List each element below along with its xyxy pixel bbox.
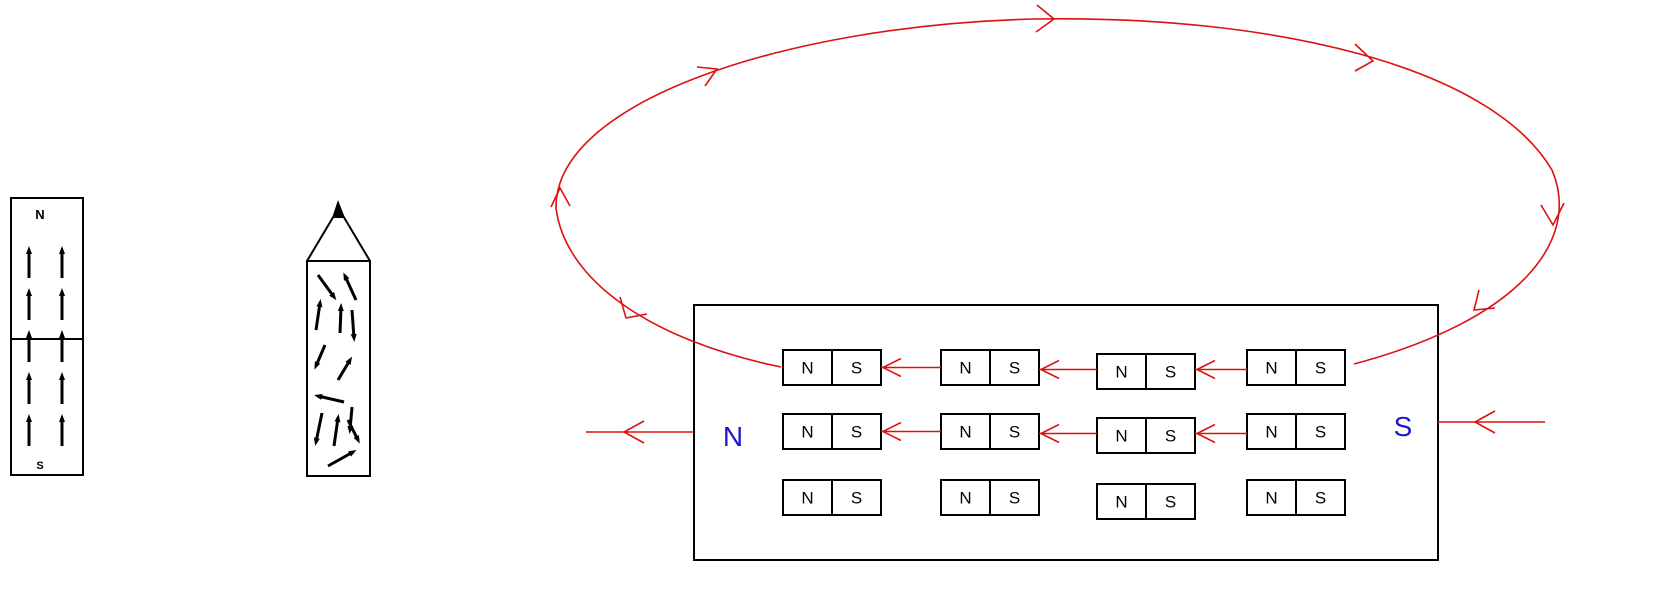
domain-magnet-south-label: S [1165, 493, 1176, 512]
domain-arrow [314, 299, 323, 331]
domain-magnet-south-label: S [1165, 363, 1176, 382]
domain-magnet-north-label: N [959, 489, 971, 508]
domain-magnet-south-label: S [1315, 359, 1326, 378]
domain-magnet-north-label: N [1115, 493, 1127, 512]
field-loop-arrow-top-center [1035, 4, 1056, 33]
domain-magnet-north-label: N [1265, 423, 1277, 442]
domain-arrow [313, 412, 324, 446]
field-loop-arrow-top-left [696, 66, 719, 87]
field-loop-arrow-left-lower [619, 296, 648, 319]
domain-arrow [337, 303, 344, 334]
field-loop-arrow-top-right [1354, 43, 1375, 72]
bar-magnet-north-label: N [35, 207, 44, 222]
domain-magnet-south-label: S [851, 423, 862, 442]
domain-link-arrow [1039, 359, 1060, 380]
bar-magnet-outline [10, 197, 84, 476]
domain-arrow [350, 309, 357, 342]
domain-arrow [332, 414, 341, 447]
aligned-domain-arrows [26, 246, 65, 446]
domain-magnet-north-label: N [1115, 363, 1127, 382]
domain-magnet-south-label: S [1009, 359, 1020, 378]
domain-arrow [314, 344, 327, 370]
domain-magnet-north-label: N [1265, 359, 1277, 378]
domain-arrow [327, 450, 357, 468]
domain-magnet-south-label: S [1009, 489, 1020, 508]
field-loop-line [555, 17, 1561, 368]
domain-link-arrow [1039, 423, 1060, 444]
unaligned-bar-outline [306, 260, 371, 477]
field-line-exit-arrow [622, 420, 645, 444]
domain-arrow [336, 356, 353, 381]
bar-magnet-south-label: S [36, 460, 43, 472]
domain-link-arrow [1195, 359, 1216, 380]
large-magnet-south-label: S [1394, 411, 1413, 442]
domain-magnet-north-label: N [801, 423, 813, 442]
field-loop-arrow-right [1540, 202, 1565, 227]
domain-link-lines [881, 357, 1247, 444]
unaligned-bar [306, 200, 371, 477]
field-loop-arrow-right-lower [1472, 289, 1496, 311]
domain-link-arrow [1195, 423, 1216, 444]
bar-tip [306, 213, 371, 262]
bar-tip-point [332, 200, 345, 218]
random-domain-arrows [313, 272, 360, 468]
aligned-bar-magnet: N S [10, 197, 84, 476]
domain-magnet-north-label: N [1265, 489, 1277, 508]
domain-magnet-north-label: N [801, 489, 813, 508]
domain-arrow [343, 272, 358, 301]
domain-link-arrow [881, 421, 902, 442]
domain-magnet-north-label: N [801, 359, 813, 378]
field-loop-arrow-left-upper [550, 186, 571, 208]
domain-magnet-south-label: S [1315, 423, 1326, 442]
field-lines [550, 4, 1565, 444]
domain-magnet-north-label: N [959, 359, 971, 378]
domain-magnet-north-label: N [959, 423, 971, 442]
domain-arrow [316, 274, 337, 301]
large-magnet-north-label: N [723, 421, 743, 452]
domain-magnet-south-label: S [1315, 489, 1326, 508]
domain-arrow [314, 393, 345, 404]
domain-magnet-south-label: S [851, 359, 862, 378]
field-line-entry-arrow [1473, 410, 1496, 434]
domain-link-arrow [881, 357, 902, 378]
domain-magnet-south-label: S [1009, 423, 1020, 442]
domain-arrow [346, 419, 360, 444]
domain-magnet-south-label: S [851, 489, 862, 508]
domain-magnet-south-label: S [1165, 427, 1176, 446]
domain-magnet-north-label: N [1115, 427, 1127, 446]
